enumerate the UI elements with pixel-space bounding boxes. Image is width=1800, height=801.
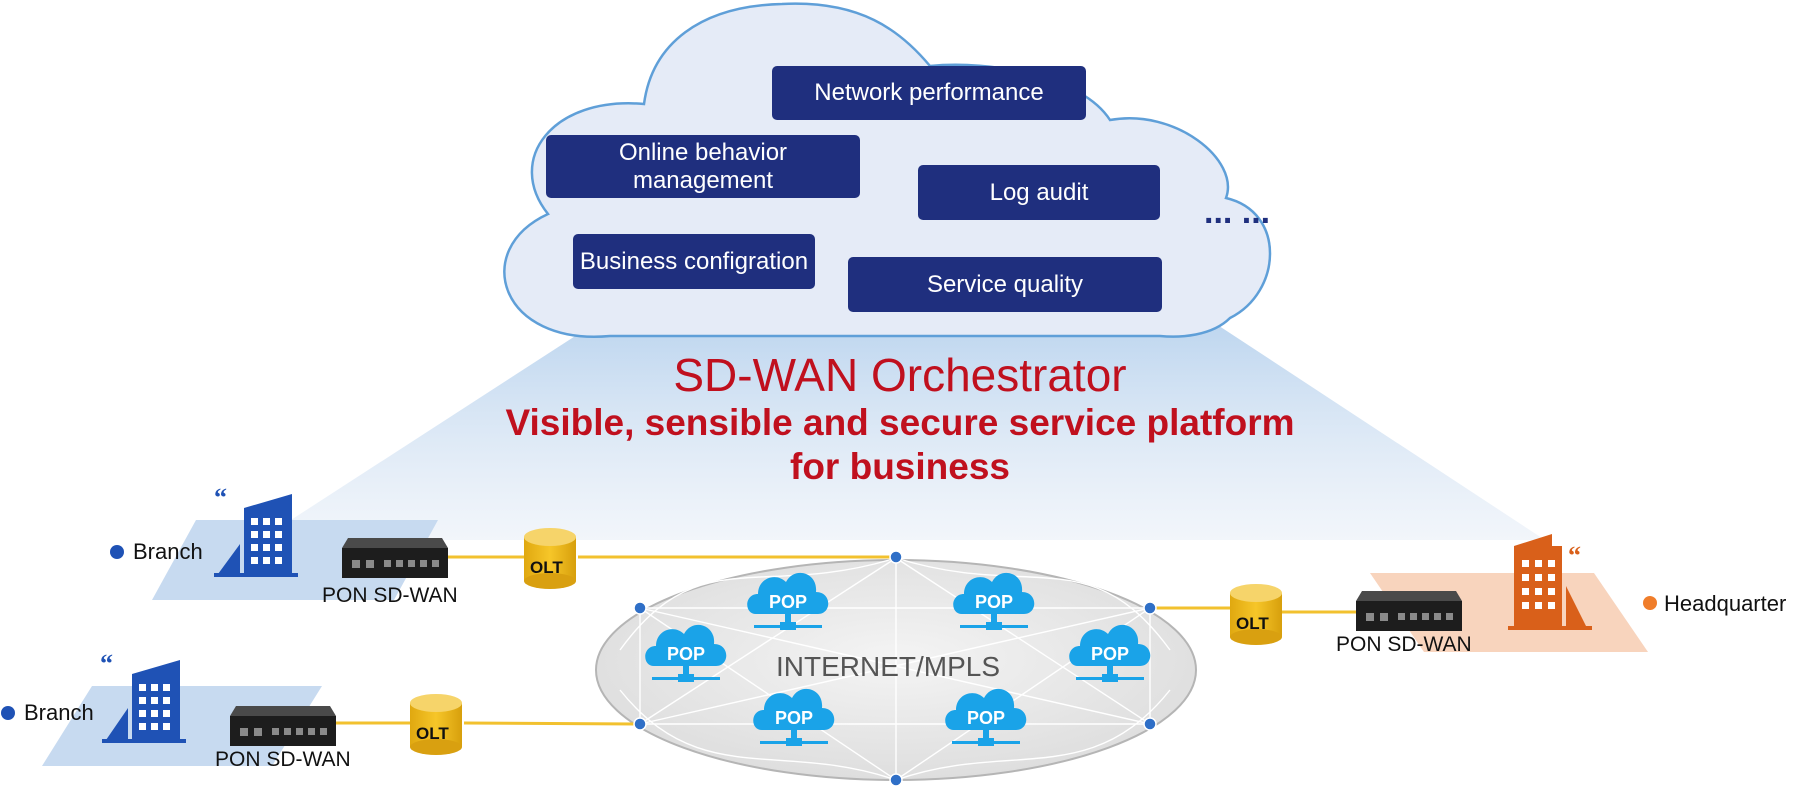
pop-icon-4: POP [1069, 624, 1151, 682]
branch-building-icon-bottom: “ [100, 649, 186, 743]
olt-hq-label: OLT [1236, 614, 1269, 633]
network-performance-label: Network performance [814, 79, 1044, 107]
pop-label: POP [775, 708, 813, 728]
pop-label: POP [769, 592, 807, 612]
pop-label: POP [967, 708, 1005, 728]
svg-text:“: “ [214, 483, 227, 512]
orchestrator-subtitle-line1: Visible, sensible and secure service pla… [505, 402, 1295, 443]
pop-label: POP [667, 644, 705, 664]
pon-device-bottom-label: PON SD-WAN [215, 748, 351, 771]
pon-device-hq [1356, 591, 1462, 631]
pop-icon-5: POP [753, 688, 835, 746]
olt-bottom [410, 694, 462, 755]
orchestrator-title: SD-WAN Orchestrator [673, 349, 1127, 401]
svg-text:“: “ [100, 649, 113, 678]
cloud-ellipsis: ... ... [1204, 193, 1270, 231]
pop-icons: POP POP POP POP POP POP [645, 572, 1151, 746]
pop-label: POP [1091, 644, 1129, 664]
pon-device-top [342, 538, 448, 578]
hq-building-icon: “ [1508, 534, 1592, 630]
pop-icon-6: POP [945, 688, 1027, 746]
internet-mpls-label: INTERNET/MPLS [776, 651, 1001, 682]
links [334, 555, 1356, 726]
pop-label: POP [975, 592, 1013, 612]
olt-hq [1230, 584, 1282, 645]
pon-device-top-label: PON SD-WAN [322, 584, 458, 607]
pon-device-hq-label: PON SD-WAN [1336, 633, 1472, 656]
branch-building-icon-top: “ [214, 483, 298, 577]
log-audit-label: Log audit [989, 178, 1089, 206]
pop-icon-2: POP [953, 572, 1035, 630]
box-log-audit [918, 165, 1160, 220]
olt-bottom-label: OLT [416, 724, 449, 743]
branch-top-name: Branch [133, 539, 203, 564]
box-business-config [573, 234, 815, 289]
mesh-nodes [633, 550, 1157, 787]
branch-top-bullet [110, 545, 124, 559]
business-config-label: Business configration [579, 247, 809, 275]
box-service-quality [848, 257, 1162, 312]
pop-icon-3: POP [645, 624, 727, 682]
box-online-behavior [546, 135, 860, 198]
svg-text:“: “ [1568, 541, 1581, 570]
box-network-performance [772, 66, 1086, 120]
hq-bullet [1643, 596, 1657, 610]
olt-top [524, 528, 576, 589]
branch-bottom-name: Branch [24, 700, 94, 725]
olt-top-label: OLT [530, 558, 563, 577]
branch-bottom-bullet [1, 706, 15, 720]
orchestrator-subtitle-line2: for business [790, 446, 1010, 487]
orchestrator-beam [260, 320, 1545, 540]
pop-icon-1: POP [747, 572, 829, 630]
service-quality-label: Service quality [926, 270, 1084, 298]
pon-device-bottom [230, 706, 336, 746]
hq-name: Headquarter [1664, 591, 1787, 616]
online-behavior-label: Online behavior management [618, 138, 788, 194]
